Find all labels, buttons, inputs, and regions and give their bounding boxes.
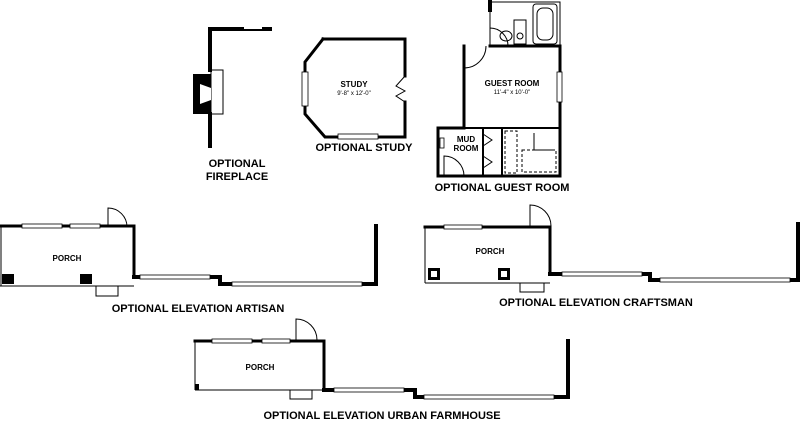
fireplace-wall (208, 27, 272, 72)
elevation-artisan: PORCH OPTIONAL ELEVATION ARTISAN (0, 207, 378, 315)
artisan-door[interactable] (107, 207, 128, 228)
fireplace-opening (200, 84, 211, 104)
artisan-porch-label: PORCH (53, 254, 82, 263)
study-wall-perimeter (303, 36, 407, 139)
craftsman-porch-label: PORCH (476, 247, 505, 256)
optional-study: STUDY 9'-8" x 12'-0" OPTIONAL STUDY (301, 36, 414, 154)
study-wall-top (321, 37, 407, 78)
study-caption: OPTIONAL STUDY (316, 142, 414, 154)
fireplace-caption-line2: FIREPLACE (206, 171, 268, 183)
guest-room-label: GUEST ROOM (485, 79, 540, 88)
study-room-dims: 9'-8" x 12'-0" (337, 91, 371, 97)
pantry-shelf (521, 149, 557, 173)
bathtub-icon (532, 3, 558, 45)
optional-guest-room: GUEST ROOM 11'-4" x 10'-0" MUD ROOM OPTI… (435, 0, 570, 194)
craftsman-step (519, 282, 545, 293)
vanity-icon (513, 19, 527, 45)
mud-room-closet-door[interactable] (482, 133, 493, 147)
bathroom-door[interactable] (489, 27, 509, 47)
guest-room-walls (436, 44, 562, 178)
guest-room-door[interactable] (463, 45, 487, 69)
fireplace-caption-line1: OPTIONAL (209, 158, 266, 170)
guest-room-dims: 11'-4" x 10'-0" (494, 90, 530, 96)
artisan-caption: OPTIONAL ELEVATION ARTISAN (112, 303, 285, 315)
artisan-step (95, 285, 119, 297)
study-window-bottom (337, 133, 379, 140)
toilet-icon (499, 30, 513, 42)
farmhouse-step (289, 389, 313, 400)
study-room-label: STUDY (340, 80, 368, 89)
mud-room-label-line1: MUD (457, 135, 475, 144)
craftsman-caption: OPTIONAL ELEVATION CRAFTSMAN (499, 297, 693, 309)
farmhouse-caption: OPTIONAL ELEVATION URBAN FARMHOUSE (263, 410, 500, 421)
artisan-porch-wall (0, 224, 136, 279)
artisan-column-left (2, 274, 14, 284)
craftsman-door[interactable] (529, 204, 552, 227)
closet-shelf (504, 130, 518, 174)
farmhouse-porch-label: PORCH (246, 363, 275, 372)
study-bay-window (301, 71, 309, 107)
optional-fireplace: OPTIONAL FIREPLACE (193, 27, 272, 183)
elevation-craftsman: PORCH OPTIONAL ELEVATION CRAFTSMAN (423, 204, 800, 309)
mud-room-exterior-door[interactable] (443, 155, 465, 177)
farmhouse-door[interactable] (295, 318, 318, 341)
mud-room-label-line2: ROOM (454, 144, 479, 153)
fireplace-hearth (210, 69, 224, 115)
study-double-door[interactable] (395, 75, 407, 103)
artisan-column-right (80, 274, 92, 284)
elevation-urban-farmhouse: PORCH OPTIONAL ELEVATION URBAN FARMHOUSE (193, 318, 570, 421)
guest-room-window (556, 71, 563, 103)
guest-room-caption: OPTIONAL GUEST ROOM (435, 182, 570, 194)
